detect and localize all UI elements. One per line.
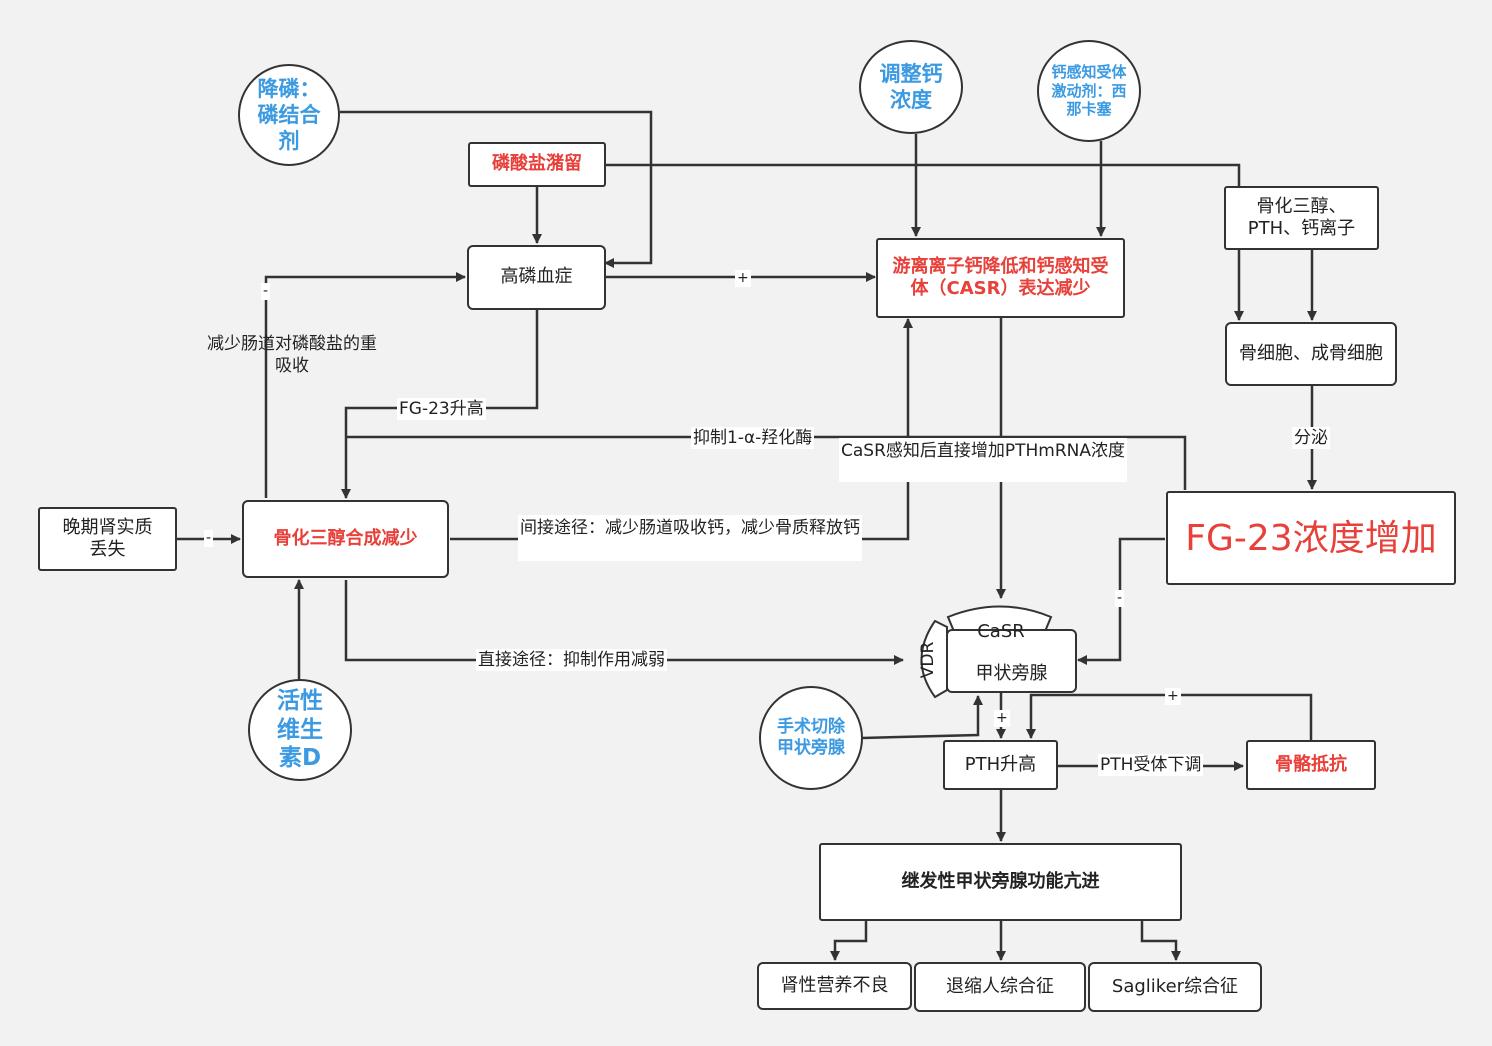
edge-surgery-to-parathyroid — [861, 695, 983, 740]
pth-high-node: PTH升高 — [943, 740, 1058, 790]
casr-reduction-node: 游离离子钙降低和钙感知受体（CASR）表达减少 — [876, 238, 1125, 318]
edge-binder-to-hyperphos — [340, 110, 653, 268]
sign-plus-casr: + — [735, 270, 751, 287]
calcitriol-reduction-node: 骨化三醇合成减少 — [242, 500, 449, 578]
calcium-regulation-node: 调整钙浓度 — [859, 40, 963, 134]
secondary-hyperparathyroidism-node: 继发性甲状旁腺功能亢进 — [819, 843, 1182, 921]
label-casr-mrna: CaSR感知后直接增加PTHmRNA浓度 — [839, 438, 1128, 483]
sign-plus-resistance: + — [1165, 688, 1181, 705]
hyperphosphatemia-node: 高磷血症 — [467, 245, 606, 310]
phosphate-binder-node: 降磷：磷结合剂 — [238, 64, 340, 166]
sign-plus-pth: + — [994, 710, 1010, 727]
phosphate-retention-node: 磷酸盐潴留 — [468, 142, 606, 187]
renal-dystrophy-node: 肾性营养不良 — [757, 962, 912, 1010]
sign-minus-fgf23: - — [1115, 590, 1125, 607]
casr-receptor-cover — [952, 606, 953, 607]
edge-retention-to-calcitriol — [606, 163, 1241, 186]
vdr-receptor-shape — [920, 619, 948, 699]
calcimimetic-node: 钙感知受体激动剂：西那卡塞 — [1037, 40, 1141, 142]
edge-calcitriol-reduction-to-parathyroid — [344, 580, 904, 665]
edge-shpt-to-dystrophy — [830, 921, 868, 961]
edge-calcitriol-reduction-to-hyperphos — [264, 272, 466, 498]
sign-minus-ckd: - — [204, 530, 214, 547]
label-direct-path: 直接途径：抑制作用减弱 — [476, 649, 667, 672]
edge-calcitriol-reduction-to-casr — [450, 318, 913, 541]
label-reduce-absorption: 减少肠道对磷酸盐的重吸收 — [207, 334, 377, 377]
fgf23-increase-node: FG-23浓度增加 — [1166, 491, 1456, 585]
ckd-parenchyma-loss-node: 晚期肾实质丢失 — [38, 507, 177, 571]
bone-cells-node: 骨细胞、成骨细胞 — [1225, 322, 1397, 386]
label-secrete: 分泌 — [1292, 427, 1330, 450]
label-indirect-path: 间接途径：减少肠道吸收钙，减少骨质释放钙 — [518, 515, 862, 562]
sign-minus-absorption: - — [261, 283, 271, 300]
bone-resistance-node: 骨骼抵抗 — [1246, 740, 1376, 790]
active-vitamin-d-node: 活性维生素D — [248, 679, 352, 781]
parathyroid-label: 甲状旁腺 — [975, 662, 1048, 684]
calcitriol-pth-calcium-node: 骨化三醇、PTH、钙离子 — [1224, 186, 1379, 250]
shrinking-man-node: 退缩人综合征 — [914, 962, 1086, 1012]
casr-receptor-label: CaSR — [977, 621, 1025, 642]
parathyroid-node: 甲状旁腺 — [946, 629, 1077, 693]
edge-fgf23-to-calcitriol-reduction — [346, 435, 1187, 490]
sagliker-node: Sagliker综合征 — [1088, 962, 1262, 1012]
edge-shpt-to-sagliker — [1140, 921, 1181, 961]
label-pth-receptor-down: PTH受体下调 — [1098, 754, 1204, 777]
label-inhibit-hydroxylase: 抑制1-α-羟化酶 — [691, 427, 815, 450]
vdr-label: VDR — [918, 641, 938, 679]
label-fg23-rise: FG-23升高 — [397, 398, 486, 421]
surgery-node: 手术切除甲状旁腺 — [759, 686, 863, 790]
